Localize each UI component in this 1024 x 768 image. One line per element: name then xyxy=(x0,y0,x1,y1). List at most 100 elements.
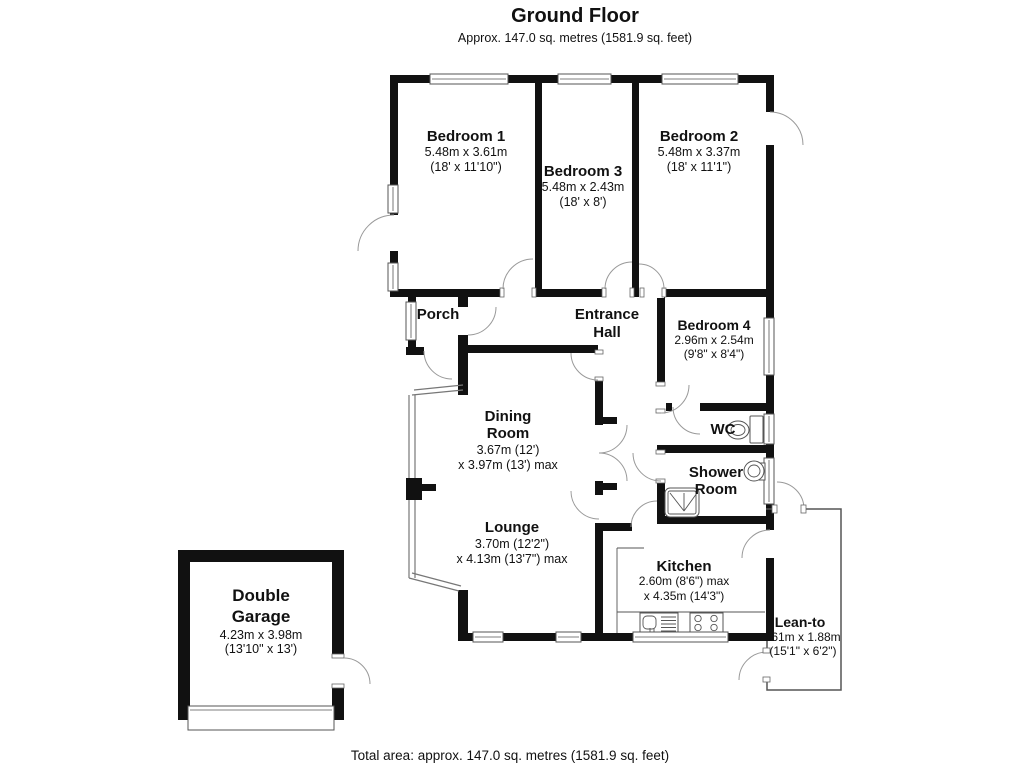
page-subtitle: Approx. 147.0 sq. metres (1581.9 sq. fee… xyxy=(458,31,692,45)
garage-interior xyxy=(190,562,332,708)
door-gap-bedroom1-exterior xyxy=(389,215,399,251)
room-label-entrance-hall-1: Entrance xyxy=(575,306,639,323)
wall-dining-right-upper xyxy=(595,380,603,425)
window-shower-right xyxy=(763,457,775,505)
room-dims-bedroom3-imperial: (18' x 8') xyxy=(559,195,606,209)
door-arc-bedroom2-exterior xyxy=(769,111,804,146)
wall-bay-stub xyxy=(420,484,436,491)
room-label-kitchen: Kitchen xyxy=(656,558,711,575)
door-arc-leanto-top xyxy=(776,481,805,510)
door-jamb xyxy=(655,449,666,455)
room-label-shower-1: Shower xyxy=(689,464,743,481)
room-dims-bedroom4-imperial: (9'8" x 8'4") xyxy=(684,347,744,361)
window-bedroom4-right xyxy=(763,317,775,376)
wall-shower-bottom xyxy=(657,516,774,524)
door-jamb xyxy=(594,376,604,382)
door-jamb xyxy=(331,653,345,659)
room-dims-bedroom2-imperial: (18' x 11'1") xyxy=(667,160,732,174)
door-gap-bedroom1 xyxy=(503,288,533,298)
door-gap-kitchen-leanto xyxy=(765,530,775,558)
room-dims-dining-metric: 3.67m (12') xyxy=(477,443,540,457)
door-jamb xyxy=(594,349,604,355)
garage-structure xyxy=(178,550,371,731)
wall-wc-top xyxy=(657,403,774,411)
lean-to-outline xyxy=(738,481,842,691)
door-gap-shower xyxy=(656,453,666,481)
room-dims-bedroom4-metric: 2.96m x 2.54m xyxy=(674,333,753,347)
room-label-garage-1: Double xyxy=(232,586,290,605)
window-wc-right xyxy=(763,413,775,445)
door-arc-kitchen-leanto xyxy=(741,529,771,559)
door-jamb xyxy=(629,287,635,298)
room-dims-leanto-imperial: (15'1" x 6'2") xyxy=(769,644,836,658)
window-lounge-bottom-2 xyxy=(555,631,582,643)
door-openings xyxy=(389,112,775,558)
door-gap-porch-hall xyxy=(457,307,469,335)
door-arc-bedroom4 xyxy=(660,384,690,414)
room-label-lounge: Lounge xyxy=(485,519,539,536)
hob-icon xyxy=(689,612,724,633)
door-jamb xyxy=(331,683,345,689)
room-label-shower-2: Room xyxy=(695,481,738,498)
door-arc-dining-double-top xyxy=(598,424,628,454)
room-dims-lounge-metric: 3.70m (12'2") xyxy=(475,537,549,551)
room-label-porch: Porch xyxy=(417,306,460,323)
door-gap-bedroom2-exterior xyxy=(765,112,775,145)
door-jamb xyxy=(661,287,667,298)
door-arc-bedroom2 xyxy=(638,263,665,290)
room-label-bedroom4: Bedroom 4 xyxy=(677,317,750,333)
wall-hall-dining xyxy=(458,345,598,353)
room-dims-lounge-metric2: x 4.13m (13'7") max xyxy=(456,552,568,566)
room-dims-garage-metric: 4.23m x 3.98m xyxy=(220,628,303,642)
door-jamb xyxy=(771,504,778,514)
room-label-leanto: Lean-to xyxy=(775,614,826,630)
door-arc-shower xyxy=(632,452,662,482)
wall-wc-bottom xyxy=(657,445,774,453)
wall-corridor xyxy=(390,289,774,297)
door-arc-leanto-side xyxy=(738,651,768,681)
room-dims-bedroom3-metric: 5.48m x 2.43m xyxy=(542,180,625,194)
door-jamb xyxy=(639,287,645,298)
window-bedroom3-top xyxy=(557,73,612,85)
room-dims-kitchen-metric: 2.60m (8'6") max xyxy=(639,574,730,588)
door-arc-porch-dining xyxy=(423,350,453,380)
door-jamb xyxy=(762,676,771,683)
sink-icon xyxy=(743,460,766,482)
door-arc-garage-side xyxy=(343,657,371,685)
door-arc-wc xyxy=(672,406,701,435)
door-jamb xyxy=(655,381,666,387)
door-gap-wc xyxy=(672,402,700,412)
wall-lounge-left xyxy=(458,590,468,641)
window-bedroom1-left-2 xyxy=(387,262,399,292)
door-gap-bedroom4 xyxy=(656,385,666,411)
door-jamb xyxy=(499,287,505,298)
door-jamb xyxy=(762,647,771,654)
door-gap-bedroom2 xyxy=(639,288,664,298)
door-arc-hall-lounge xyxy=(570,490,600,520)
door-arcs xyxy=(357,111,804,559)
wall-shower-left xyxy=(657,445,665,524)
room-label-garage-2: Garage xyxy=(232,607,291,626)
room-dims-leanto-metric: 61m x 1.88m xyxy=(771,630,840,644)
window-porch-left xyxy=(405,301,417,341)
wall-stub-a xyxy=(595,417,617,424)
total-area-footer: Total area: approx. 147.0 sq. metres (15… xyxy=(351,748,669,763)
door-arc-bedroom1 xyxy=(502,258,534,290)
kitchen-sink-icon xyxy=(639,612,679,633)
room-label-entrance-hall-2: Hall xyxy=(593,324,621,341)
door-gap-bedroom3 xyxy=(605,288,632,298)
fixtures xyxy=(616,415,766,633)
window-kitchen-bottom xyxy=(632,631,729,643)
window-bedroom1-top xyxy=(429,73,509,85)
door-jamb xyxy=(531,287,537,298)
door-arc-hall-dining xyxy=(570,352,599,381)
wall-lounge-kitchen xyxy=(595,527,603,641)
room-label-wc: WC xyxy=(711,421,736,438)
wall-porch-corner xyxy=(406,347,424,355)
door-arc-hall-kitchen xyxy=(630,500,658,528)
wall-bay-pillar xyxy=(406,478,422,500)
windows xyxy=(387,73,775,643)
room-label-dining-2: Room xyxy=(487,425,530,442)
